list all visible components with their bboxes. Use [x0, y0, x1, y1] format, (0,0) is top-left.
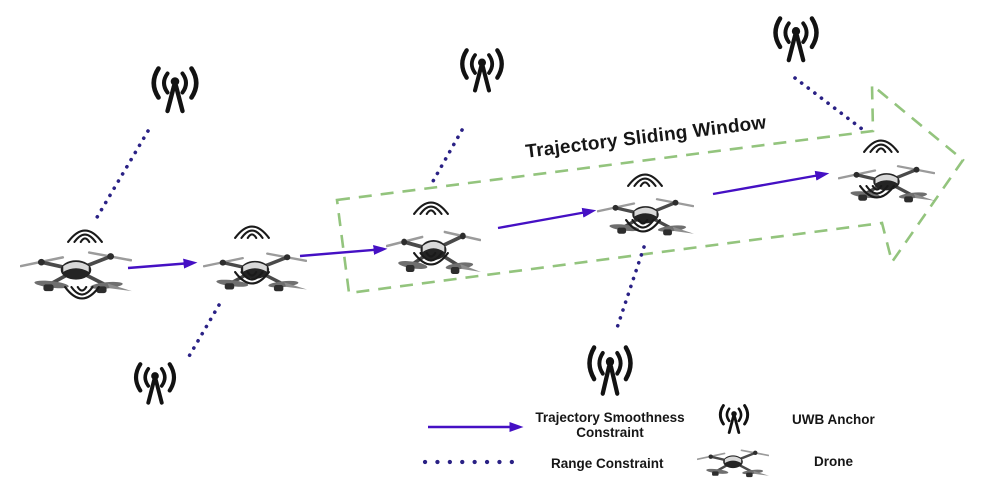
legend-label-uwb-anchor: UWB Anchor — [792, 412, 875, 427]
uwb-anchor-icon — [583, 345, 637, 401]
signal-waves-icon — [234, 271, 270, 285]
legend-label-trajectory-smoothness-line2: Constraint — [576, 425, 644, 440]
range-constraint-line-4 — [614, 245, 646, 333]
signal-waves-icon — [859, 185, 895, 199]
signal-waves-icon — [627, 173, 663, 187]
signal-waves-icon — [625, 219, 661, 233]
trajectory-arrow-4 — [712, 170, 830, 196]
trajectory-arrow-3 — [497, 207, 597, 230]
range-constraint-line-1 — [94, 129, 150, 221]
range-constraint-line-2 — [186, 303, 221, 360]
legend-uwb-anchor-icon — [718, 404, 750, 435]
signal-waves-icon — [67, 229, 103, 243]
signal-waves-icon — [413, 201, 449, 215]
range-constraint-line-5 — [793, 76, 864, 131]
uwb-anchor-icon — [147, 66, 203, 118]
legend-label-drone: Drone — [814, 454, 854, 469]
legend-drone-icon — [697, 449, 769, 479]
legend-label-range-constraint: Range Constraint — [551, 456, 664, 471]
uwb-anchor-icon — [130, 362, 180, 409]
signal-waves-icon — [64, 286, 100, 300]
signal-waves-icon — [413, 252, 449, 266]
legend-label-trajectory-smoothness-line1: Trajectory Smoothness — [535, 410, 685, 425]
range-constraint-line-3 — [430, 128, 464, 185]
signal-waves-icon — [234, 225, 270, 239]
trajectory-arrow-1 — [127, 258, 198, 270]
legend-label-trajectory-smoothness: Trajectory Smoothness Constraint — [527, 410, 693, 440]
uwb-anchor-icon — [769, 16, 823, 67]
trajectory-arrow-2 — [299, 244, 388, 258]
uwb-anchor-icon — [456, 48, 508, 97]
signal-waves-icon — [863, 139, 899, 153]
